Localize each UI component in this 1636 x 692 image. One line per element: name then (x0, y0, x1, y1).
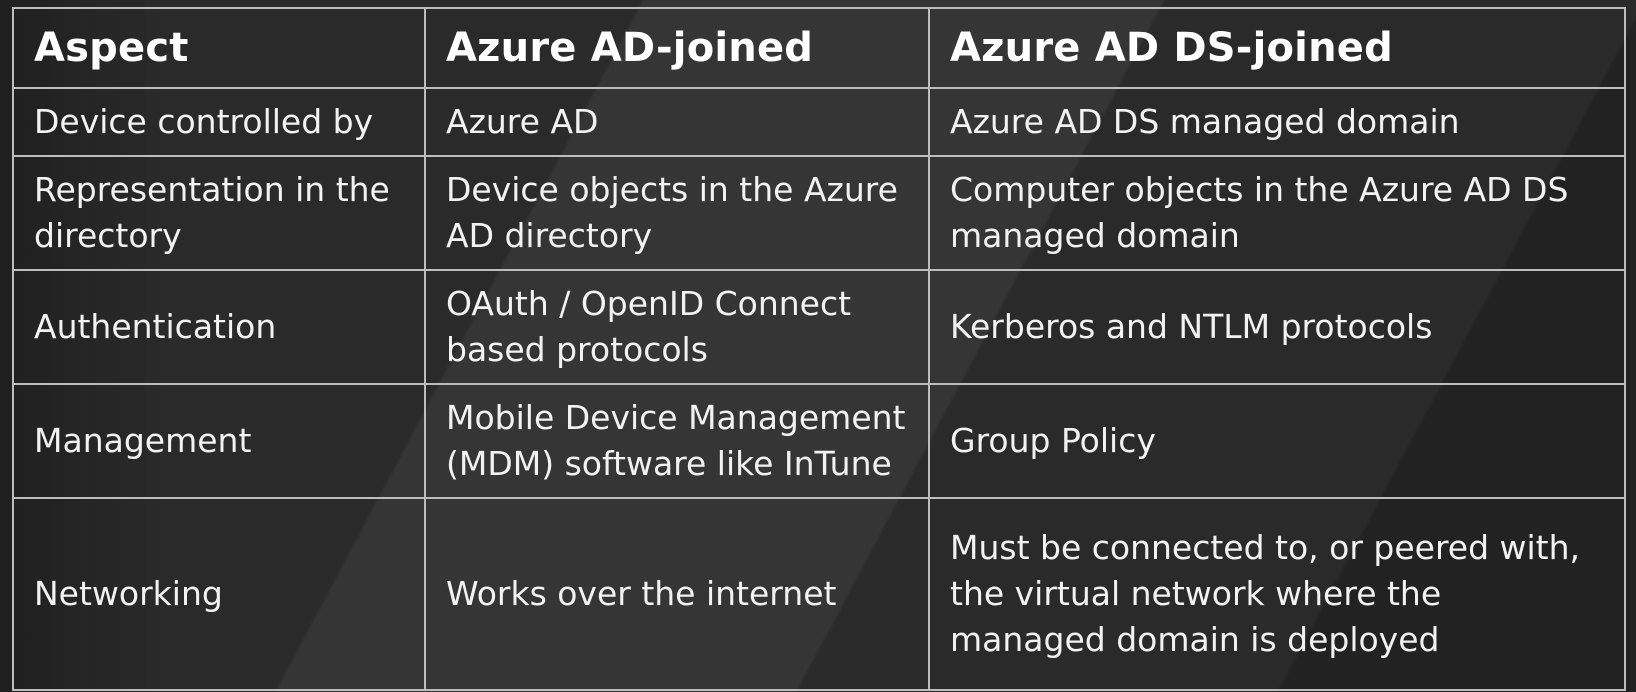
cell-azure-ad-joined: Device objects in the Azure AD directory (424, 155, 930, 271)
cell-azure-ad-ds-joined: Computer objects in the Azure AD DS mana… (928, 155, 1626, 271)
table-row: Authentication OAuth / OpenID Connect ba… (12, 269, 1626, 385)
header-aspect: Aspect (12, 7, 426, 89)
header-azure-ad-ds-joined: Azure AD DS-joined (928, 7, 1626, 89)
cell-azure-ad-ds-joined: Must be connected to, or peered with, th… (928, 497, 1626, 691)
table-header-row: Aspect Azure AD-joined Azure AD DS-joine… (12, 7, 1626, 89)
cell-aspect: Management (12, 383, 426, 499)
cell-azure-ad-joined: Works over the internet (424, 497, 930, 691)
cell-azure-ad-ds-joined: Group Policy (928, 383, 1626, 499)
cell-azure-ad-ds-joined: Kerberos and NTLM protocols (928, 269, 1626, 385)
table-row: Networking Works over the internet Must … (12, 497, 1626, 691)
comparison-table: Aspect Azure AD-joined Azure AD DS-joine… (12, 7, 1626, 691)
header-azure-ad-joined: Azure AD-joined (424, 7, 930, 89)
table-row: Device controlled by Azure AD Azure AD D… (12, 87, 1626, 157)
cell-azure-ad-joined: Azure AD (424, 87, 930, 157)
cell-azure-ad-ds-joined: Azure AD DS managed domain (928, 87, 1626, 157)
cell-aspect: Networking (12, 497, 426, 691)
table-row: Management Mobile Device Management (MDM… (12, 383, 1626, 499)
cell-azure-ad-joined: Mobile Device Management (MDM) software … (424, 383, 930, 499)
table-row: Representation in the directory Device o… (12, 155, 1626, 271)
cell-azure-ad-joined: OAuth / OpenID Connect based protocols (424, 269, 930, 385)
cell-aspect: Authentication (12, 269, 426, 385)
cell-aspect: Representation in the directory (12, 155, 426, 271)
cell-aspect: Device controlled by (12, 87, 426, 157)
